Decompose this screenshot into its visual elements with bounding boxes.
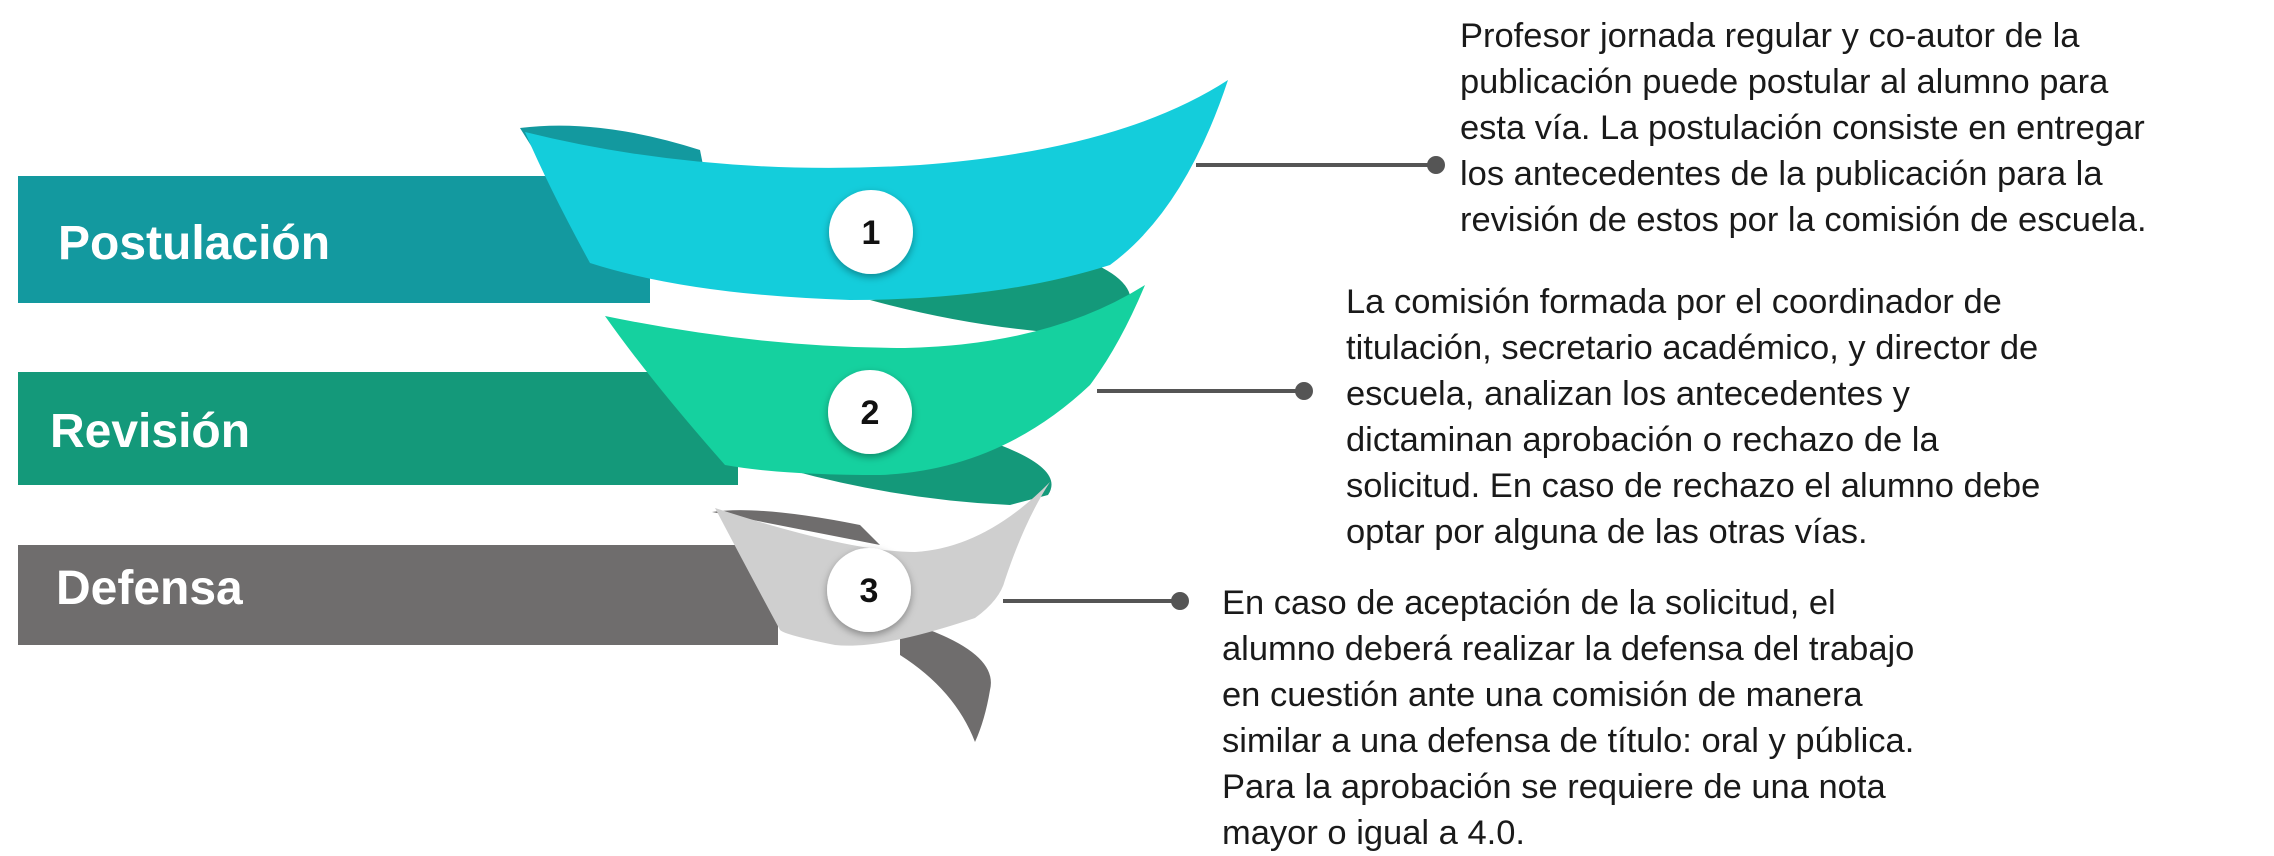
- stage-1-description: Profesor jornada regular y co-autor de l…: [1460, 13, 2147, 243]
- stage-1-badge: [829, 190, 913, 274]
- stage-3-connector-dot: [1171, 592, 1189, 610]
- stage-3-badge: [827, 548, 911, 632]
- stage-3-label: Defensa: [56, 562, 243, 615]
- stage-3-description-line: mayor o igual a 4.0.: [1222, 814, 1526, 852]
- stage-3-description-line: alumno deberá realizar la defensa del tr…: [1222, 630, 1915, 668]
- stage-1-description-line: los antecedentes de la publicación para …: [1460, 155, 2103, 193]
- stage-2-description-line: titulación, secretario académico, y dire…: [1346, 329, 2039, 367]
- stage-2-label: Revisión: [50, 405, 250, 458]
- stage-3-description-line: similar a una defensa de título: oral y …: [1222, 722, 1915, 760]
- stage-3-ribbon-back: [790, 445, 1052, 505]
- stage-1-connector-dot: [1427, 156, 1445, 174]
- stage-2-description: La comisión formada por el coordinador d…: [1346, 279, 2040, 555]
- stage-1-description-line: Profesor jornada regular y co-autor de l…: [1460, 17, 2080, 55]
- stage-2-number: 2: [861, 394, 880, 432]
- stage-1-description-line: revisión de estos por la comisión de esc…: [1460, 201, 2147, 239]
- stage-3-bar: [18, 545, 778, 645]
- stage-2-description-line: solicitud. En caso de rechazo el alumno …: [1346, 467, 2041, 505]
- stage-3-description-line: en cuestión ante una comisión de manera: [1222, 676, 1863, 714]
- stage-2-description-line: optar por alguna de las otras vías.: [1346, 513, 1868, 551]
- stage-2-bar: [18, 372, 738, 485]
- stage-1-number: 1: [862, 214, 881, 252]
- stage-2-badge: [828, 370, 912, 454]
- stage-1-label: Postulación: [58, 217, 330, 270]
- stage-3-description: En caso de aceptación de la solicitud, e…: [1222, 580, 1914, 856]
- stage-3-description-line: Para la aprobación se requiere de una no…: [1222, 768, 1886, 806]
- stage-3-number: 3: [860, 572, 879, 610]
- stage-2-description-line: dictaminan aprobación o rechazo de la: [1346, 421, 1939, 459]
- stage-1-bar: [18, 176, 650, 303]
- stage-2-connector-dot: [1295, 382, 1313, 400]
- stage-1-description-line: esta vía. La postulación consiste en ent…: [1460, 109, 2145, 147]
- stage-2-description-line: escuela, analizan los antecedentes y: [1346, 375, 1910, 413]
- stage-1-description-line: publicación puede postular al alumno par…: [1460, 63, 2109, 101]
- stage-2-description-line: La comisión formada por el coordinador d…: [1346, 283, 2002, 321]
- stage-3-description-line: En caso de aceptación de la solicitud, e…: [1222, 584, 1836, 622]
- stage-1-band: [525, 80, 1228, 300]
